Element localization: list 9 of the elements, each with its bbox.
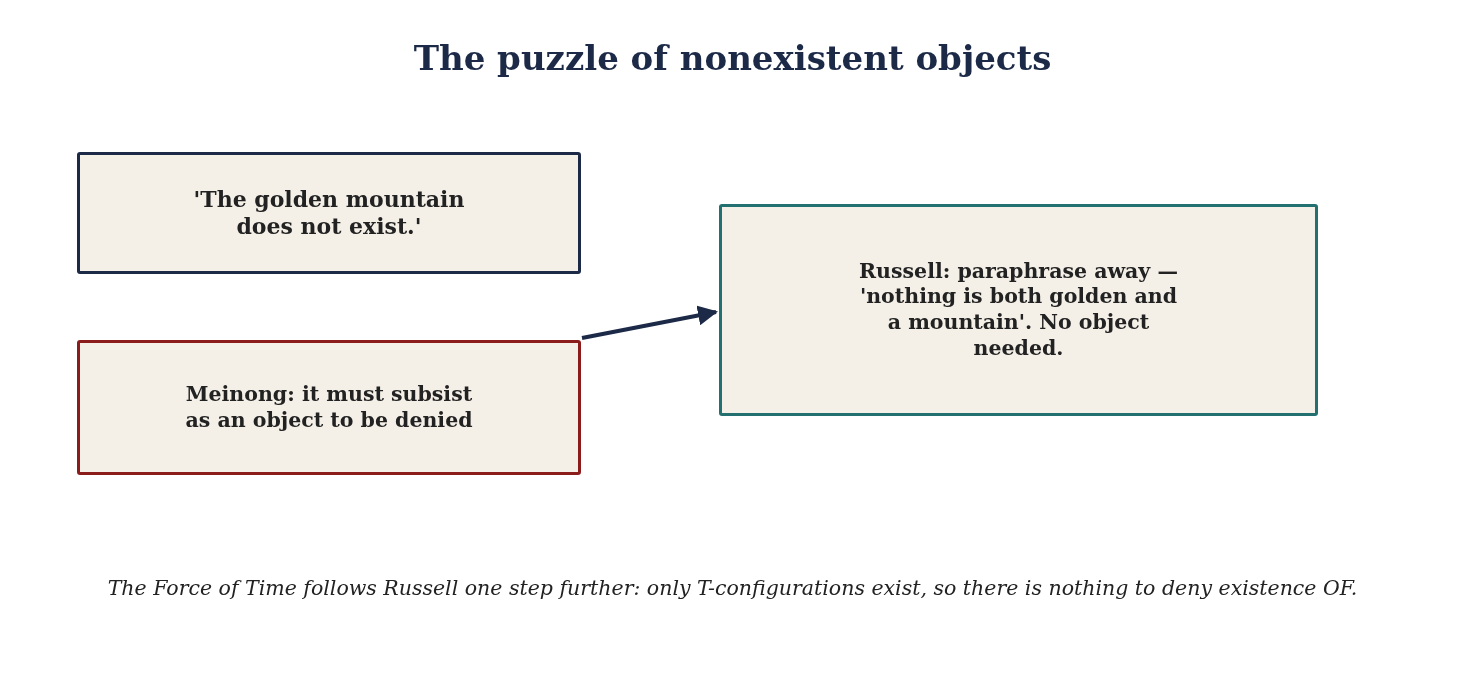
diagram-title: The puzzle of nonexistent objects [412,38,1053,78]
text-box [77,340,581,475]
box-text: 'The golden mountain does not exist.' [192,185,466,241]
text-box [719,204,1318,416]
arrow [581,305,718,340]
text-box [77,152,581,274]
caption: The Force of Time follows Russell one step further: only T-configurations exist, so there is nothing to deny existence OF. [106,576,1359,600]
box-text: Meinong: it must subsist as an object to be denied [184,381,474,434]
box-text: Russell: paraphrase away — 'nothing is both golden and a mountain'. No object needed. [858,258,1179,362]
